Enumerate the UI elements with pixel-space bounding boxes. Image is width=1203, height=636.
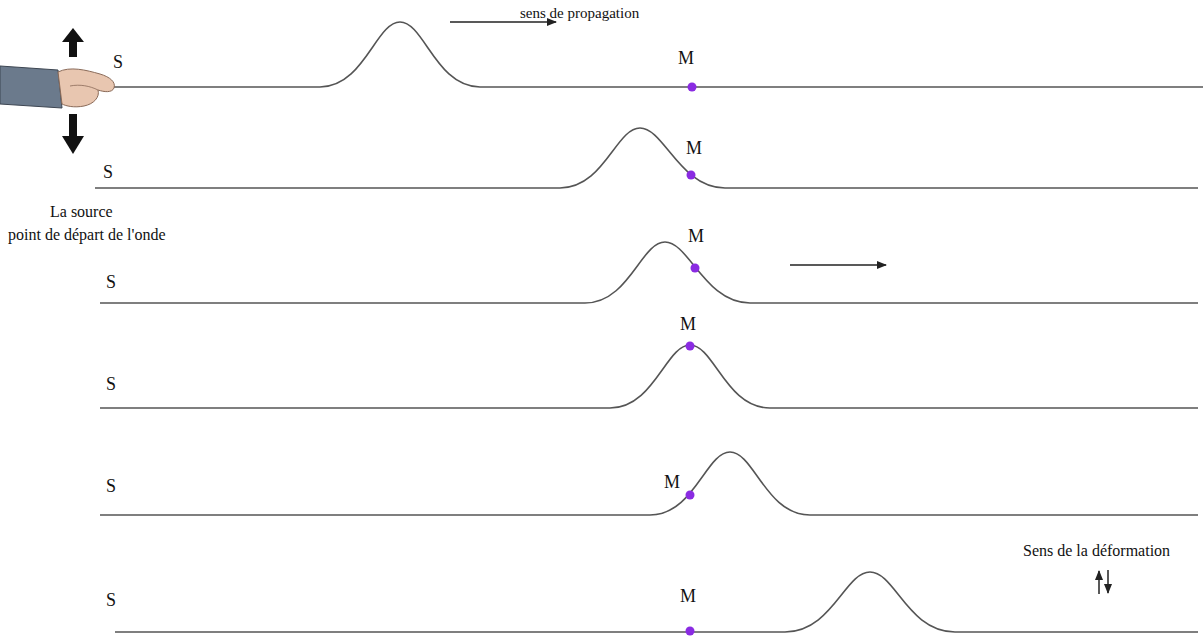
source-letter: S (113, 52, 123, 73)
point-letter: M (686, 138, 702, 159)
source-letter: S (106, 272, 116, 293)
point-letter: M (664, 472, 680, 493)
source-letter: S (106, 476, 116, 497)
source-note: La source (50, 203, 113, 221)
hand-illustration (0, 66, 114, 108)
motion-arrow (62, 28, 84, 154)
rope (95, 22, 1203, 632)
propagation-arrow (450, 21, 556, 23)
source-letter: S (103, 162, 113, 183)
propagation-arrow (790, 264, 886, 266)
point-letter: M (678, 48, 694, 69)
point-m (686, 83, 700, 636)
point-letter: M (680, 586, 696, 607)
caption-text: sens de propagation (520, 5, 639, 22)
deformation-arrow (1099, 570, 1108, 594)
point-letter: M (688, 226, 704, 247)
point-letter: M (680, 314, 696, 335)
source-letter: S (106, 590, 116, 611)
caption-text: Sens de la déformation (1023, 542, 1170, 560)
source-letter: S (106, 374, 116, 395)
source-note: point de départ de l'onde (8, 226, 166, 244)
